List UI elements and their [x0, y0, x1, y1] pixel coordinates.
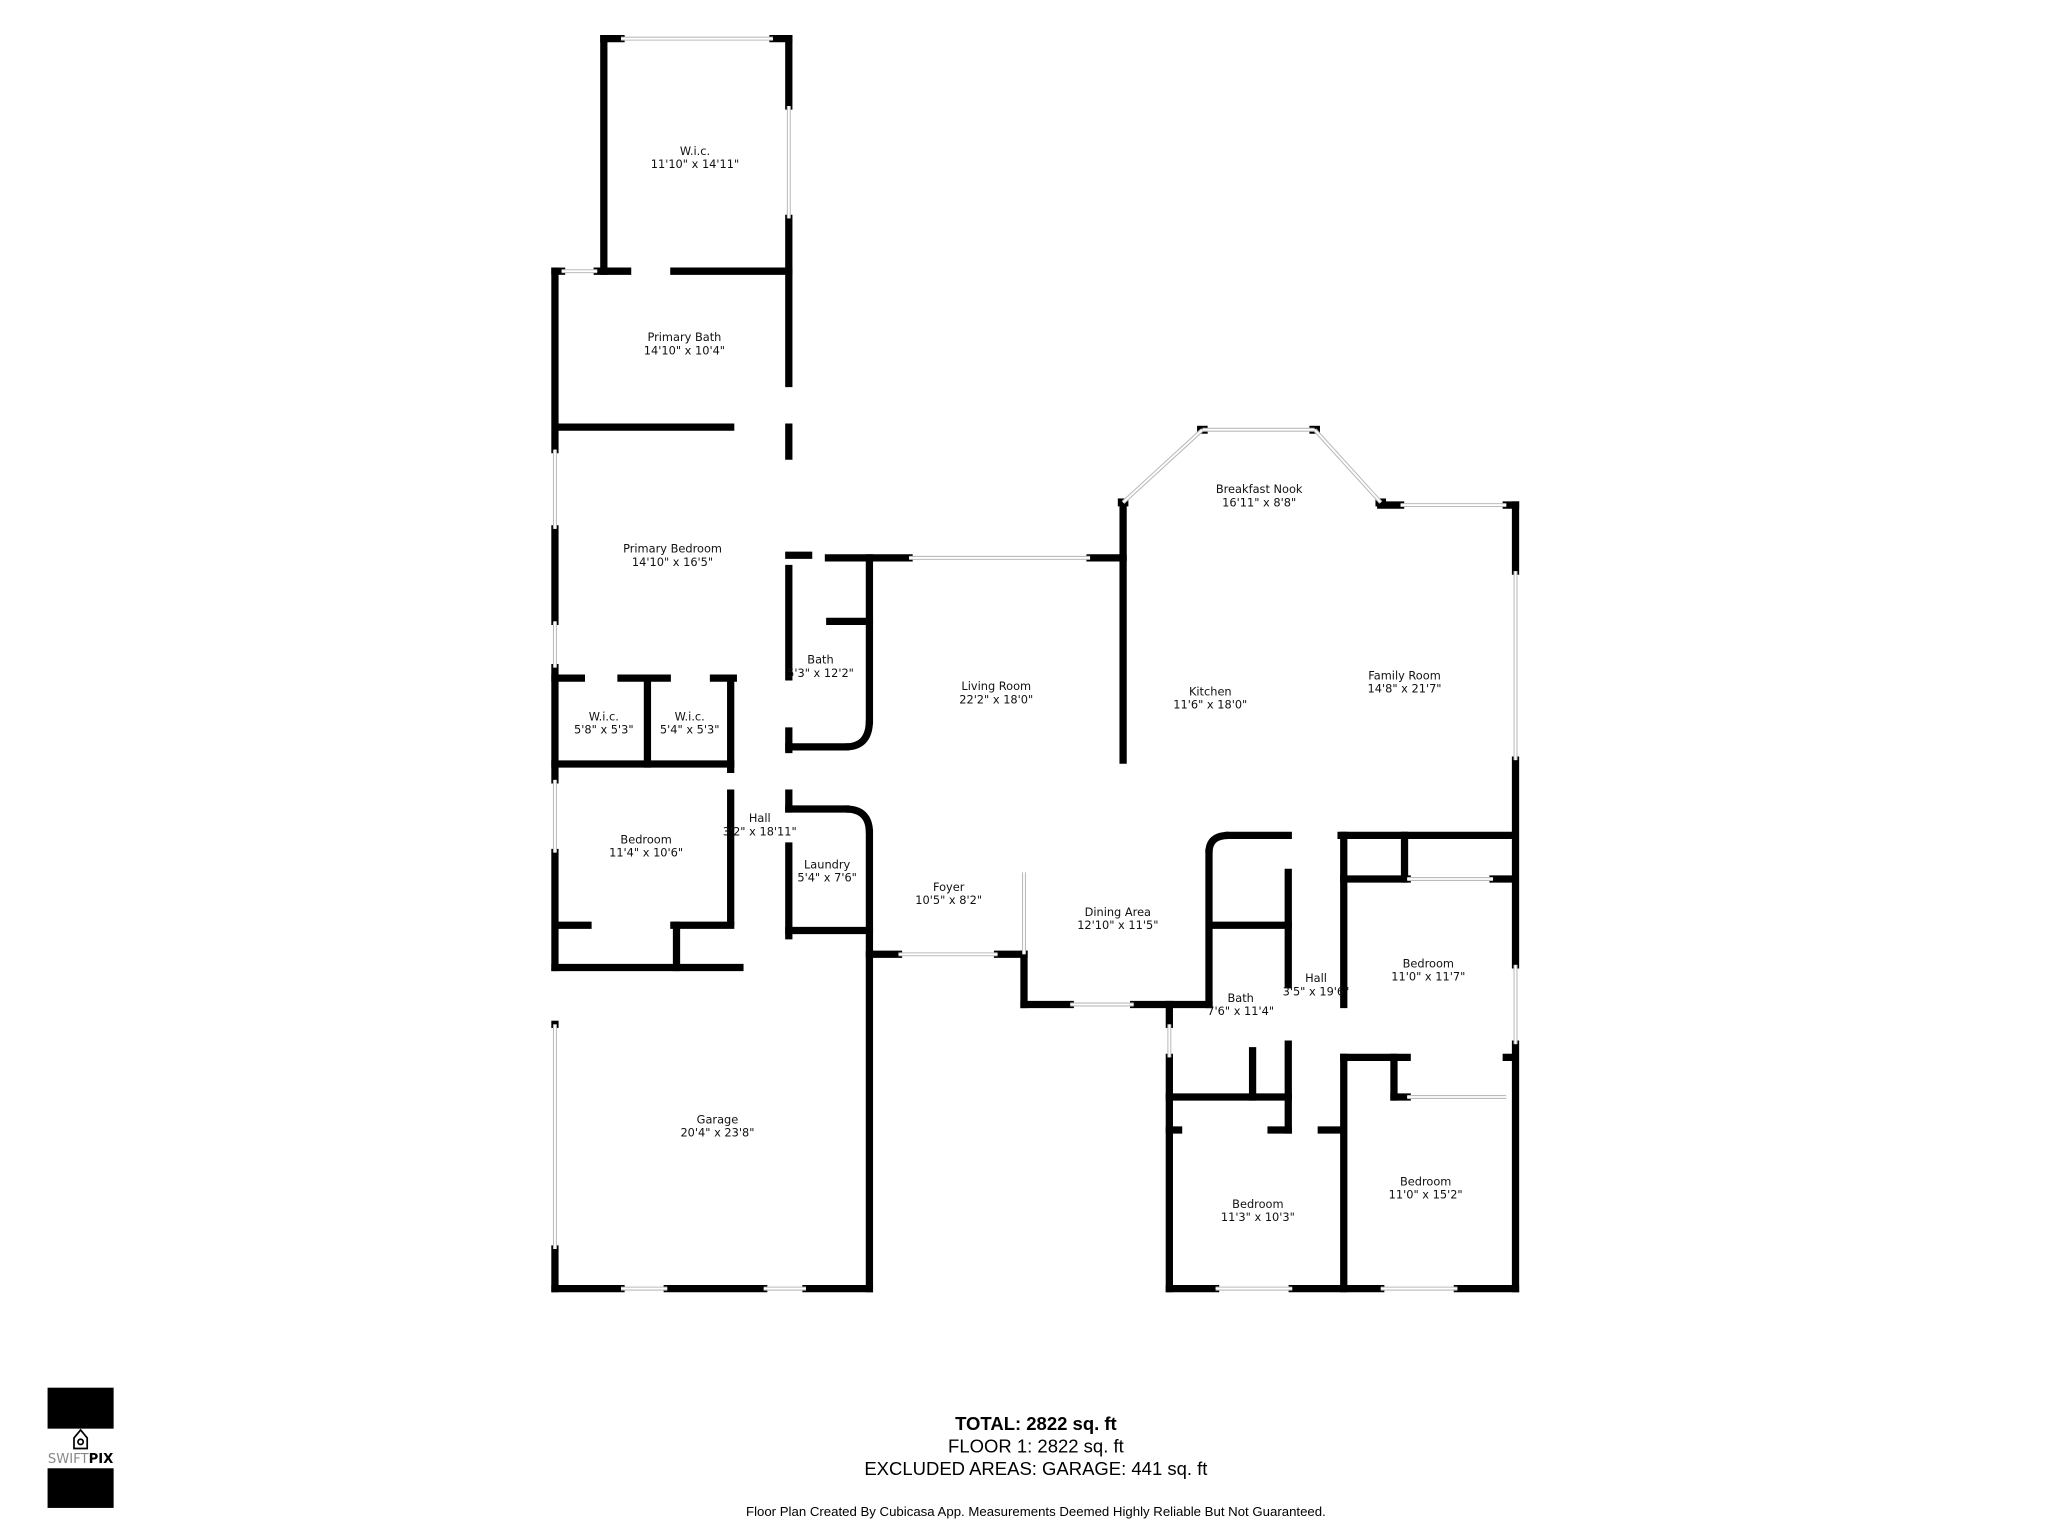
room-name: Dining Area — [1085, 905, 1151, 919]
room-name: Bath — [1227, 991, 1253, 1005]
room-name: W.i.c. — [589, 709, 619, 723]
room-name: Primary Bath — [647, 330, 721, 344]
room-dimensions: 16'11" x 8'8" — [1222, 495, 1296, 509]
room-name: Garage — [697, 1112, 739, 1126]
room-name: Bedroom — [620, 832, 671, 846]
room-dimensions: 11'4" x 10'6" — [609, 846, 683, 860]
room-dimensions: 5'3" x 12'2" — [787, 666, 854, 680]
room-dimensions: 14'8" x 21'7" — [1368, 682, 1442, 696]
room-name: W.i.c. — [680, 144, 710, 158]
room-dimensions: 5'8" x 5'3" — [574, 723, 634, 737]
room-dimensions: 14'10" x 16'5" — [632, 555, 713, 569]
wall — [845, 720, 874, 751]
room-name: Hall — [1305, 971, 1327, 985]
disclaimer: Floor Plan Created By Cubicasa App. Meas… — [746, 1504, 1326, 1519]
room-name: Laundry — [804, 857, 851, 871]
room-dimensions: 3'2" x 18'11" — [723, 824, 797, 838]
windows — [552, 36, 1518, 1291]
room-dimensions: 12'10" x 11'5" — [1077, 918, 1158, 932]
room-name: Breakfast Nook — [1216, 482, 1303, 496]
room-name: Foyer — [933, 880, 965, 894]
excluded-areas: EXCLUDED AREAS: GARAGE: 441 sq. ft — [864, 1458, 1207, 1479]
room-name: Living Room — [961, 679, 1031, 693]
room-name: Primary Bedroom — [623, 542, 722, 556]
room-dimensions: 11'3" x 10'3" — [1221, 1210, 1295, 1224]
room-label: W.i.c.5'4" x 5'3" — [660, 709, 720, 736]
window — [1313, 429, 1382, 504]
room-dimensions: 11'0" x 15'2" — [1389, 1188, 1463, 1202]
svg-text:SWIFTPIX: SWIFTPIX — [48, 1452, 114, 1467]
room-dimensions: 20'4" x 23'8" — [680, 1126, 754, 1140]
room-name: Family Room — [1368, 668, 1441, 682]
swiftpix-logo: SWIFTPIX — [47, 1387, 114, 1508]
room-name: Bedroom — [1400, 1175, 1451, 1189]
room-dimensions: 7'6" x 11'4" — [1207, 1004, 1274, 1018]
room-name: Kitchen — [1189, 684, 1232, 698]
room-dimensions: 14'10" x 10'4" — [644, 343, 725, 357]
house-camera-icon — [73, 1428, 89, 1450]
room-dimensions: 10'5" x 8'2" — [915, 893, 982, 907]
room-name: W.i.c. — [675, 709, 705, 723]
window — [1122, 429, 1203, 504]
room-dimensions: 3'5" x 19'6" — [1283, 984, 1350, 998]
wall — [1205, 831, 1229, 853]
room-labels: W.i.c.11'10" x 14'11"Primary Bath14'10" … — [574, 144, 1465, 1224]
room-dimensions: 11'0" x 11'7" — [1391, 970, 1465, 984]
wall — [845, 805, 874, 833]
room-dimensions: 11'6" x 18'0" — [1173, 698, 1247, 712]
room-dimensions: 11'10" x 14'11" — [651, 157, 739, 171]
room-label: W.i.c.5'8" x 5'3" — [574, 709, 634, 736]
room-name: Hall — [749, 811, 771, 825]
room-dimensions: 5'4" x 7'6" — [797, 871, 857, 885]
room-name: Bedroom — [1232, 1197, 1283, 1211]
room-name: Bath — [807, 653, 833, 667]
room-dimensions: 22'2" x 18'0" — [959, 692, 1033, 706]
room-name: Bedroom — [1403, 957, 1454, 971]
room-label: W.i.c.11'10" x 14'11" — [651, 144, 739, 171]
total-area: TOTAL: 2822 sq. ft — [955, 1413, 1117, 1434]
room-dimensions: 5'4" x 5'3" — [660, 723, 720, 737]
floor1-area: FLOOR 1: 2822 sq. ft — [948, 1435, 1124, 1456]
walls — [551, 35, 1520, 1293]
